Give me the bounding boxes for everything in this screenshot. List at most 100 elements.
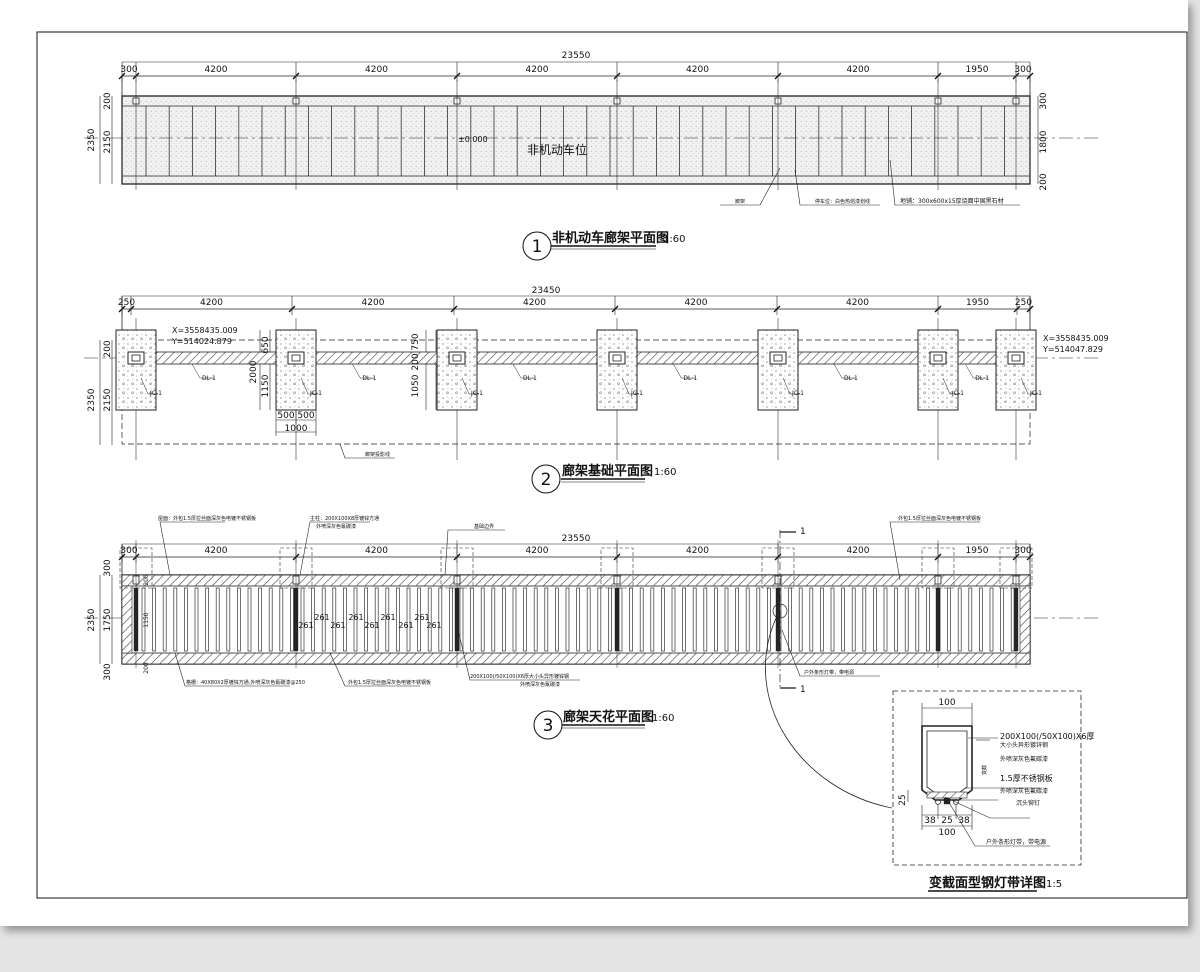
p2-title: 廊架基础平面图 (562, 463, 653, 479)
grille-slat (533, 587, 538, 652)
p3-title: 廊架天花平面图 (563, 709, 654, 725)
slat-spacing-dim: 261 (298, 621, 313, 630)
grille-slat (873, 587, 877, 652)
grille-slat (830, 587, 835, 652)
p1-left-dim: 200 (103, 92, 113, 109)
dimension-tick (1026, 305, 1034, 313)
grille-slat (184, 587, 188, 652)
grille-slat (714, 587, 718, 652)
p3-note: 200X100(/50X100)X6厚大小头异形镀锌钢 (470, 673, 569, 680)
leader-line (352, 363, 375, 379)
slat-spacing-dim: 261 (426, 621, 441, 630)
p3-note: 格栅：40X80X2厚镀锌方通,外喷深灰色氟碳漆@250 (186, 679, 305, 686)
top-dim-label: 4200 (365, 546, 388, 556)
grille-slat (205, 587, 209, 652)
p3-note: 外包1.5厚拉丝面深灰色电镀不锈钢板 (898, 515, 981, 522)
p3-section-mark-top: 1 (800, 527, 806, 537)
top-dim-label: 4200 (365, 65, 388, 75)
p2-bottom-dim: 500 (277, 411, 294, 421)
detail-top-dim: 100 (938, 698, 955, 708)
grille-slat (332, 587, 337, 652)
column-base (769, 351, 787, 365)
p2-bottom-dim: 1000 (285, 424, 308, 434)
grille-slat (692, 587, 697, 652)
p2-coord-right-y: Y=514047.829 (1042, 345, 1103, 354)
p3-left-dim: 1750 (103, 608, 113, 631)
grille-slat (480, 587, 485, 652)
grille-slat (491, 587, 496, 652)
grille-slat (385, 587, 390, 652)
grille-slat (989, 587, 994, 652)
top-dim-label: 4200 (205, 65, 228, 75)
dl-label: DL-1 (844, 375, 858, 382)
grille-slat (735, 587, 739, 652)
leader-line (782, 377, 800, 395)
detail-side-label: 变截 (981, 765, 988, 775)
leader-line (621, 377, 639, 395)
leader-line (942, 377, 960, 395)
grille-slat (427, 587, 432, 652)
dimension-tick (450, 305, 458, 313)
detail-labels: 100 38 25 38 100 25 变截 200X100(/50X100)X… (898, 698, 1094, 892)
top-dim-label: 1950 (966, 65, 989, 75)
grille-slat (756, 587, 761, 652)
leader-line (673, 363, 696, 379)
grille-slat (703, 587, 708, 652)
top-dim-label: 1950 (966, 298, 989, 308)
column-base (287, 351, 305, 365)
grille-slat (682, 587, 686, 652)
top-dim-label: 4200 (362, 298, 385, 308)
p2-scale: 1:60 (654, 467, 676, 478)
grille-slat (523, 587, 527, 652)
p2-number-circle (531, 464, 561, 494)
grille-slat (290, 587, 294, 652)
p1-note: 廊架 (735, 198, 745, 205)
grille-slat (258, 587, 262, 652)
p3-left-dim: 2350 (87, 608, 97, 631)
grille-slat (968, 587, 973, 652)
plan-2 (84, 295, 1100, 460)
p3-inner-dim: 200 (143, 662, 150, 674)
grille-slat (851, 587, 856, 652)
dimension-tick (613, 72, 621, 80)
column-section (452, 354, 462, 362)
dl-label: DL-1 (362, 375, 376, 382)
grille-slat (194, 587, 199, 652)
grille-slat (904, 587, 909, 652)
slat-spacing-dim: 261 (380, 613, 395, 622)
grille-slat (798, 587, 803, 652)
top-dim-label: 250 (1015, 298, 1032, 308)
column-section (933, 354, 943, 362)
jc-label: JC-1 (470, 390, 483, 397)
dimension-tick (773, 305, 781, 313)
top-dim-label: 4200 (686, 65, 709, 75)
p3-total-dim: 23550 (562, 534, 591, 544)
grille-slat (555, 587, 559, 652)
dimension-tick (118, 72, 126, 80)
p3-note: 基础边界 (474, 523, 494, 530)
grille-slat (417, 587, 421, 652)
column-section (291, 354, 301, 362)
grille-slat (586, 587, 591, 652)
p2-left-dim: 2350 (87, 388, 97, 411)
grille-slat (629, 587, 633, 652)
dimension-tick (132, 72, 140, 80)
footing-jc1 (917, 329, 959, 411)
grille-slat (226, 587, 231, 652)
jc-label: JC-1 (149, 390, 162, 397)
slat-spacing-dim: 261 (398, 621, 413, 630)
grille-slat (279, 587, 284, 652)
grille-slat (915, 587, 920, 652)
top-dim-label: 4200 (200, 298, 223, 308)
footing-jc1 (115, 329, 157, 411)
dimension-tick (611, 305, 619, 313)
grille-slat (809, 587, 814, 652)
leader-line (191, 363, 214, 379)
grille-slat (947, 587, 951, 652)
grille-slat (979, 587, 983, 652)
column-section (612, 354, 622, 362)
detail (892, 690, 1082, 866)
top-dim-label: 300 (1014, 65, 1031, 75)
dimension-tick (453, 72, 461, 80)
